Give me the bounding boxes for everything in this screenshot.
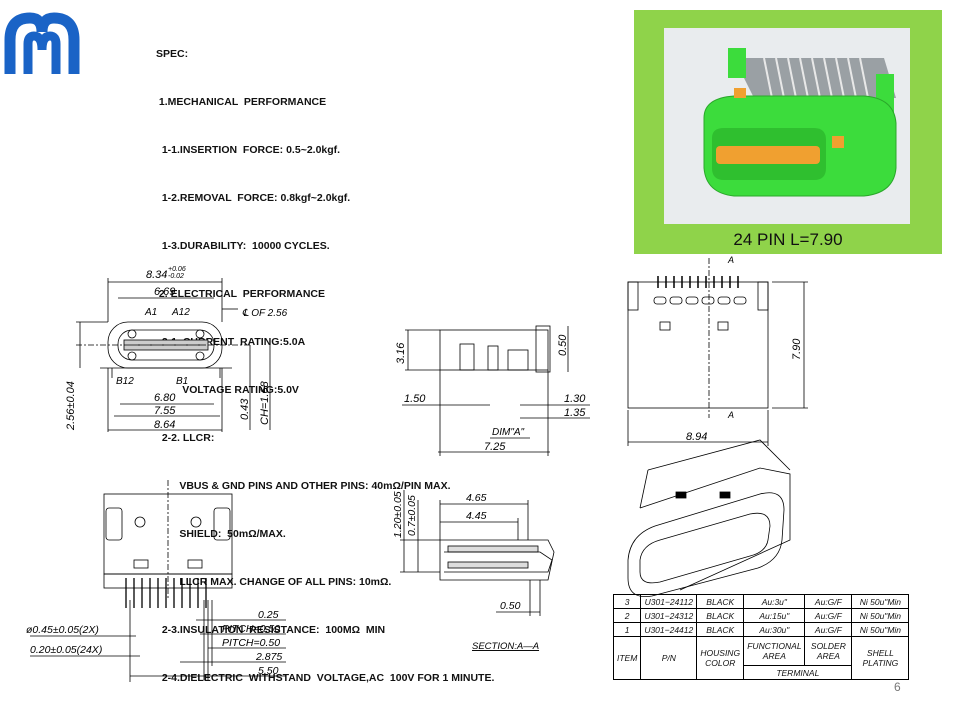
spec-line: SPEC: bbox=[156, 48, 189, 60]
pad-callout: 0.20±0.05(24X) bbox=[30, 644, 102, 656]
spec-line: 1.MECHANICAL PERFORMANCE bbox=[156, 96, 327, 108]
dim-680: 6.80 bbox=[154, 392, 176, 404]
label-a1: A1 bbox=[144, 307, 157, 318]
cell-item: 3 bbox=[612, 594, 642, 609]
table-row: 1 U301−24412 BLACK Au:30u" Au:G/F Ni 50u… bbox=[612, 622, 910, 637]
dim-150: 1.50 bbox=[404, 393, 426, 405]
company-logo bbox=[4, 12, 80, 74]
cell-pn: U301−24112 bbox=[640, 594, 698, 609]
label-b1: B1 bbox=[176, 376, 188, 387]
dim-130: 1.30 bbox=[564, 393, 586, 405]
dim-445: 4.45 bbox=[466, 510, 487, 522]
dim-050v: 0.50 bbox=[557, 334, 569, 356]
label-b12: B12 bbox=[116, 376, 134, 387]
header-housing: HOUSING COLOR bbox=[696, 636, 745, 680]
header-solder: SOLDER AREA bbox=[804, 636, 853, 666]
spec-line: 2-3.INSULATION RESISTANCE: 100MΩ MIN bbox=[156, 624, 386, 636]
dim-pitch1: PITCH=0.50 bbox=[222, 623, 280, 635]
dim-135: 1.35 bbox=[564, 407, 586, 419]
spec-text: SPEC: 1.MECHANICAL PERFORMANCE 1-1.INSER… bbox=[156, 14, 494, 702]
cell-pn: U301−24312 bbox=[640, 608, 698, 623]
cell-color: BLACK bbox=[696, 622, 745, 637]
table-row: 3 U301−24112 BLACK Au:3u" Au:G/F Ni 50u"… bbox=[612, 594, 910, 609]
table-header-row: ITEM P/N HOUSING COLOR FUNCTIONAL AREA S… bbox=[612, 636, 910, 680]
table-row: 2 U301−24312 BLACK Au:15u" Au:G/F Ni 50u… bbox=[612, 608, 910, 623]
spec-line: 2-4.DIELECTRIC WITHSTAND VOLTAGE,AC 100V… bbox=[156, 672, 495, 684]
label-centerline: ℄ OF 2.56 bbox=[242, 308, 288, 319]
cell-func: Au:15u" bbox=[743, 608, 806, 623]
table-header-row: TERMINAL bbox=[614, 665, 909, 680]
spec-line: VOLTAGE RATING:5.0V bbox=[156, 384, 299, 396]
dim-043: 0.43 bbox=[239, 398, 251, 420]
hole-callout: ø0.45±0.05(2X) bbox=[26, 624, 99, 636]
cell-shell: Ni 50u"Min bbox=[851, 608, 910, 623]
cell-pn: U301−24412 bbox=[640, 622, 698, 637]
dim-050h: 0.50 bbox=[500, 600, 521, 612]
cell-func: Au:30u" bbox=[743, 622, 806, 637]
dim-465: 4.65 bbox=[466, 492, 487, 504]
dim-07: 0.7±0.05 bbox=[406, 495, 418, 536]
front-view bbox=[76, 278, 271, 432]
spec-line: VBUS & GND PINS AND OTHER PINS: 40mΩ/PIN… bbox=[156, 480, 451, 492]
cell-color: BLACK bbox=[696, 594, 745, 609]
spec-line: 2-2. LLCR: bbox=[156, 432, 215, 444]
cell-solder: Au:G/F bbox=[804, 622, 853, 637]
spec-line: SHIELD: 50mΩ/MAX. bbox=[156, 528, 286, 540]
dim-120: 1.20±0.05 bbox=[392, 491, 404, 538]
section-label: SECTION:A—A bbox=[472, 641, 539, 652]
dim-025: 0.25 bbox=[258, 609, 279, 621]
spec-line: 2. ELECTRICAL PERFORMANCE bbox=[156, 288, 325, 300]
dim-755: 7.55 bbox=[154, 405, 176, 417]
header-item: ITEM bbox=[612, 636, 642, 680]
dim-550: 5.50 bbox=[258, 665, 279, 677]
dim-790: 7.90 bbox=[791, 338, 803, 360]
cell-shell: Ni 50u"Min bbox=[851, 594, 910, 609]
dim-256: 2.56±0.04 bbox=[65, 381, 77, 431]
dim-864: 8.64 bbox=[154, 419, 175, 431]
section-a-bottom: A bbox=[727, 410, 734, 420]
dim-834-tol-up: +0.06 bbox=[168, 266, 186, 273]
dim-pitch2: PITCH=0.50 bbox=[222, 637, 280, 649]
top-view bbox=[627, 258, 808, 446]
dim-894: 8.94 bbox=[686, 431, 707, 443]
dim-2875: 2.875 bbox=[255, 651, 282, 663]
label-a12: A12 bbox=[171, 307, 190, 318]
section-a-top: A bbox=[727, 255, 734, 265]
section-view bbox=[400, 490, 555, 616]
isometric-view bbox=[627, 439, 791, 597]
spec-line: 1-2.REMOVAL FORCE: 0.8kgf~2.0kgf. bbox=[156, 192, 351, 204]
bom-table: 3 U301−24112 BLACK Au:3u" Au:G/F Ni 50u"… bbox=[612, 594, 910, 680]
cell-shell: Ni 50u"Min bbox=[851, 622, 910, 637]
header-functional: FUNCTIONAL AREA bbox=[743, 636, 806, 666]
cell-solder: Au:G/F bbox=[804, 608, 853, 623]
connector-render bbox=[703, 48, 897, 197]
side-view bbox=[402, 325, 590, 456]
header-pn: P/N bbox=[640, 636, 698, 680]
product-photo bbox=[664, 28, 910, 224]
cell-solder: Au:G/F bbox=[804, 594, 853, 609]
cell-func: Au:3u" bbox=[743, 594, 806, 609]
dim-ch: CH=1.68 bbox=[259, 380, 271, 425]
footprint-view bbox=[30, 480, 286, 682]
header-terminal: TERMINAL bbox=[743, 665, 853, 680]
dim-725: 7.25 bbox=[484, 441, 506, 453]
header-shell: SHELL PLATING bbox=[851, 636, 910, 680]
spec-line: 1-3.DURABILITY: 10000 CYCLES. bbox=[156, 240, 330, 252]
cell-color: BLACK bbox=[696, 608, 745, 623]
cell-item: 2 bbox=[612, 608, 642, 623]
cell-item: 1 bbox=[612, 622, 642, 637]
page-number: 6 bbox=[894, 680, 901, 694]
dim-316: 3.16 bbox=[395, 342, 407, 364]
dim-834: 8.34 bbox=[146, 269, 167, 281]
dim-834-tol-dn: -0.02 bbox=[168, 273, 184, 280]
dim-dima: DIM"A" bbox=[492, 427, 525, 438]
product-photo-panel: 24 PIN L=7.90 bbox=[634, 10, 942, 254]
spec-line: 1-1.INSERTION FORCE: 0.5~2.0kgf. bbox=[156, 144, 341, 156]
photo-caption: 24 PIN L=7.90 bbox=[733, 230, 843, 249]
dim-669: 6.69 bbox=[154, 286, 175, 298]
spec-line: LLCR MAX. CHANGE OF ALL PINS: 10mΩ. bbox=[156, 576, 392, 588]
